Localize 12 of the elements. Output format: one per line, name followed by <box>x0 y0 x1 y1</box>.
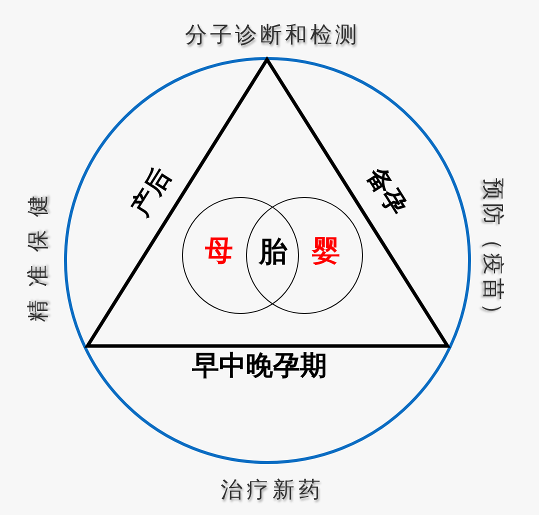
side-label: 早中晚孕期 <box>192 352 327 379</box>
circle-label: 母 <box>204 236 233 265</box>
side-label: 产后 <box>126 164 174 220</box>
circle-label: 婴 <box>312 236 340 265</box>
topic-label: 分子诊断和检测 <box>185 24 360 46</box>
topic-label: 精准保健 <box>28 182 50 322</box>
venn-circle <box>182 196 298 314</box>
side-label: 备孕 <box>362 162 410 218</box>
venn-circle <box>246 196 362 314</box>
topic-label: 预防（疫苗） <box>480 178 502 328</box>
overlap-label: 胎 <box>259 238 287 266</box>
topic-label: 治疗新药 <box>220 480 324 502</box>
